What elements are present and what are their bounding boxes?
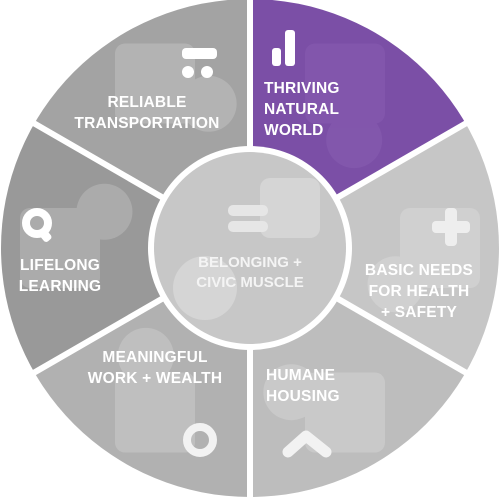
center-label-line: CIVIC MUSCLE bbox=[196, 274, 304, 291]
segment-decoration bbox=[20, 183, 133, 288]
bus-icon bbox=[182, 48, 217, 78]
segment-label: THRIVING NATURAL WORLD bbox=[264, 80, 340, 139]
segment-reliable-transportation[interactable]: RELIABLE TRANSPORTATION bbox=[16, 0, 250, 198]
equals-icon bbox=[228, 205, 268, 232]
segment-decoration bbox=[305, 43, 385, 169]
roof-chevron-icon bbox=[282, 430, 332, 458]
segment-label-line: WORLD bbox=[264, 122, 324, 139]
segment-label-line: LEARNING bbox=[19, 278, 102, 295]
segment-label-line: LIFELONG bbox=[20, 257, 100, 274]
segment-label-line: HUMANE bbox=[266, 367, 335, 384]
segment-thriving-natural-world[interactable]: THRIVING NATURAL WORLD bbox=[250, 0, 484, 198]
coin-ring-icon bbox=[183, 423, 217, 457]
center-label-line: BELONGING + bbox=[198, 254, 302, 271]
segment-basic-needs[interactable]: BASIC NEEDS FOR HEALTH + SAFETY bbox=[336, 113, 500, 383]
segment-decoration bbox=[115, 327, 195, 453]
segment-label: MEANINGFUL WORK + WEALTH bbox=[88, 349, 222, 387]
bar-chart-icon bbox=[272, 30, 295, 66]
segment-label-line: MEANINGFUL bbox=[102, 349, 207, 366]
segment-label-line: HOUSING bbox=[266, 388, 340, 405]
segment-label: RELIABLE TRANSPORTATION bbox=[74, 94, 219, 132]
segment-label-line: + SAFETY bbox=[381, 304, 458, 321]
segment-label-line: BASIC NEEDS bbox=[365, 262, 473, 279]
segment-decoration bbox=[263, 364, 385, 453]
segment-label: HUMANE HOUSING bbox=[266, 367, 340, 405]
magnifier-icon bbox=[22, 208, 52, 242]
segment-label: BASIC NEEDS FOR HEALTH + SAFETY bbox=[365, 262, 473, 321]
segment-label-line: THRIVING bbox=[264, 80, 340, 97]
segment-label-line: RELIABLE bbox=[107, 94, 186, 111]
center-label: BELONGING + CIVIC MUSCLE bbox=[196, 254, 304, 291]
segment-label: LIFELONG LEARNING bbox=[19, 257, 102, 295]
segment-meaningful-work[interactable]: MEANINGFUL WORK + WEALTH bbox=[16, 298, 250, 500]
segment-lifelong-learning[interactable]: LIFELONG LEARNING bbox=[0, 113, 164, 383]
segment-humane-housing[interactable]: HUMANE HOUSING bbox=[250, 298, 484, 500]
plus-icon bbox=[432, 208, 470, 246]
segment-label-line: WORK + WEALTH bbox=[88, 370, 222, 387]
segment-dividers bbox=[27, 0, 473, 500]
segment-label-line: FOR HEALTH bbox=[369, 283, 470, 300]
segment-label-line: TRANSPORTATION bbox=[74, 115, 219, 132]
center-belonging-civic-muscle[interactable]: BELONGING + CIVIC MUSCLE bbox=[148, 146, 352, 350]
segment-label-line: NATURAL bbox=[264, 101, 339, 118]
segment-decoration bbox=[115, 43, 237, 132]
